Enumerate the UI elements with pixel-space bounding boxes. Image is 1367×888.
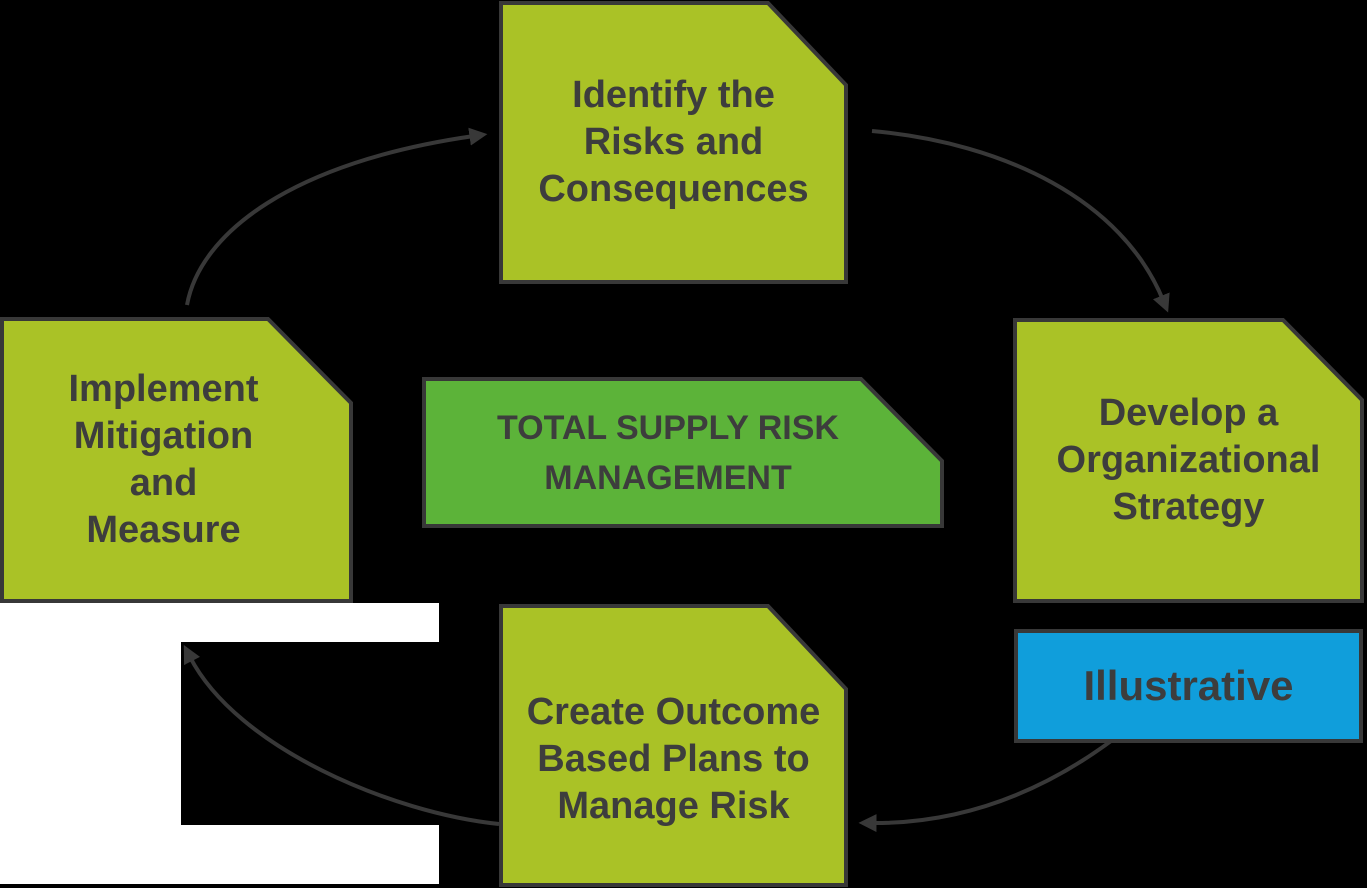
illustrative-badge-shape	[1014, 629, 1363, 743]
identify-node-label: Identify the Risks and Consequences	[501, 3, 846, 282]
label-line: Create Outcome	[526, 690, 821, 733]
arrow-develop-to-create	[858, 726, 1130, 833]
develop-node-shape	[1013, 318, 1364, 603]
label-line: Identify the	[572, 74, 775, 116]
label-line: Risks and	[583, 121, 764, 163]
center-node-label: TOTAL SUPPLY RISK MANAGEMENT	[424, 379, 912, 526]
center-node-shape	[422, 377, 944, 528]
label-line: Mitigation	[73, 415, 254, 457]
label-line: Implement	[68, 368, 259, 410]
arrow-implement-to-identify	[185, 127, 488, 306]
illustrative-badge-label: Illustrative	[1016, 631, 1361, 741]
label-line: Measure	[86, 509, 241, 551]
label-line: Develop a	[1098, 392, 1279, 434]
black-background-patch	[181, 642, 439, 825]
cycle-arrows	[183, 127, 1170, 833]
label-line: TOTAL SUPPLY RISK	[497, 408, 839, 447]
label-line: Consequences	[538, 168, 809, 210]
arrow-identify-to-develop	[871, 129, 1170, 313]
identify-node-shape	[499, 1, 848, 284]
label-line: Strategy	[1112, 486, 1265, 528]
develop-node-label: Develop a Organizational Strategy	[1015, 320, 1362, 601]
label-line: Manage Risk	[557, 784, 790, 827]
implement-node-label: Implement Mitigation and Measure	[2, 319, 351, 601]
arrow-create-to-implement	[183, 645, 500, 826]
label-line: Illustrative	[1083, 662, 1294, 709]
create-node-shape	[499, 604, 848, 887]
implement-node-shape	[0, 317, 353, 603]
create-node-label: Create Outcome Based Plans to Manage Ris…	[501, 606, 846, 884]
label-line: Organizational	[1056, 439, 1321, 481]
label-line: Based Plans to	[537, 737, 810, 780]
label-line: and	[129, 462, 198, 504]
label-line: MANAGEMENT	[544, 458, 792, 497]
